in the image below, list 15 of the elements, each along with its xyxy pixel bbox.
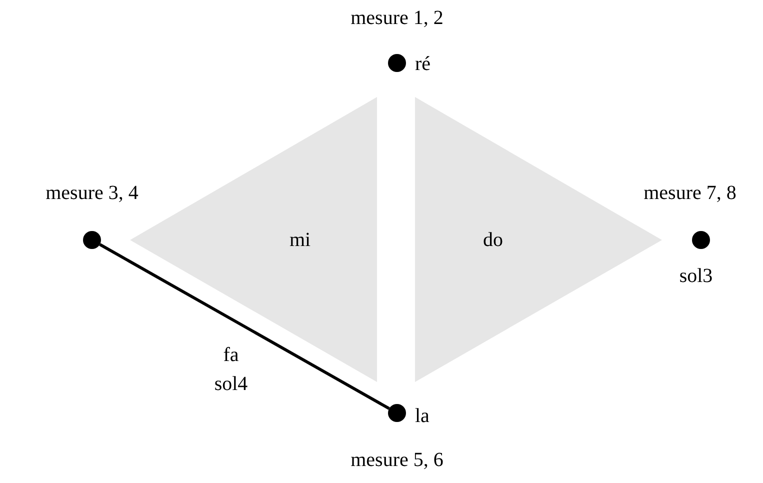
- region-label: do: [483, 229, 503, 251]
- node-caption: la: [415, 405, 430, 427]
- connector-line: [99, 243, 390, 410]
- dot: [692, 231, 710, 249]
- region-label: mi: [289, 229, 311, 251]
- edge-label: fa sol4: [213, 343, 249, 397]
- dot: [83, 231, 101, 249]
- node-caption: sol3: [679, 265, 713, 287]
- measure-label: mesure 3, 4: [46, 182, 138, 204]
- dot: [388, 404, 406, 422]
- node-caption: mesure 5, 6: [350, 449, 444, 471]
- measure-label: mesure 7, 8: [644, 182, 736, 204]
- node-caption: mesure 1, 2: [350, 7, 444, 29]
- node-caption: ré: [415, 53, 431, 75]
- dot: [388, 54, 406, 72]
